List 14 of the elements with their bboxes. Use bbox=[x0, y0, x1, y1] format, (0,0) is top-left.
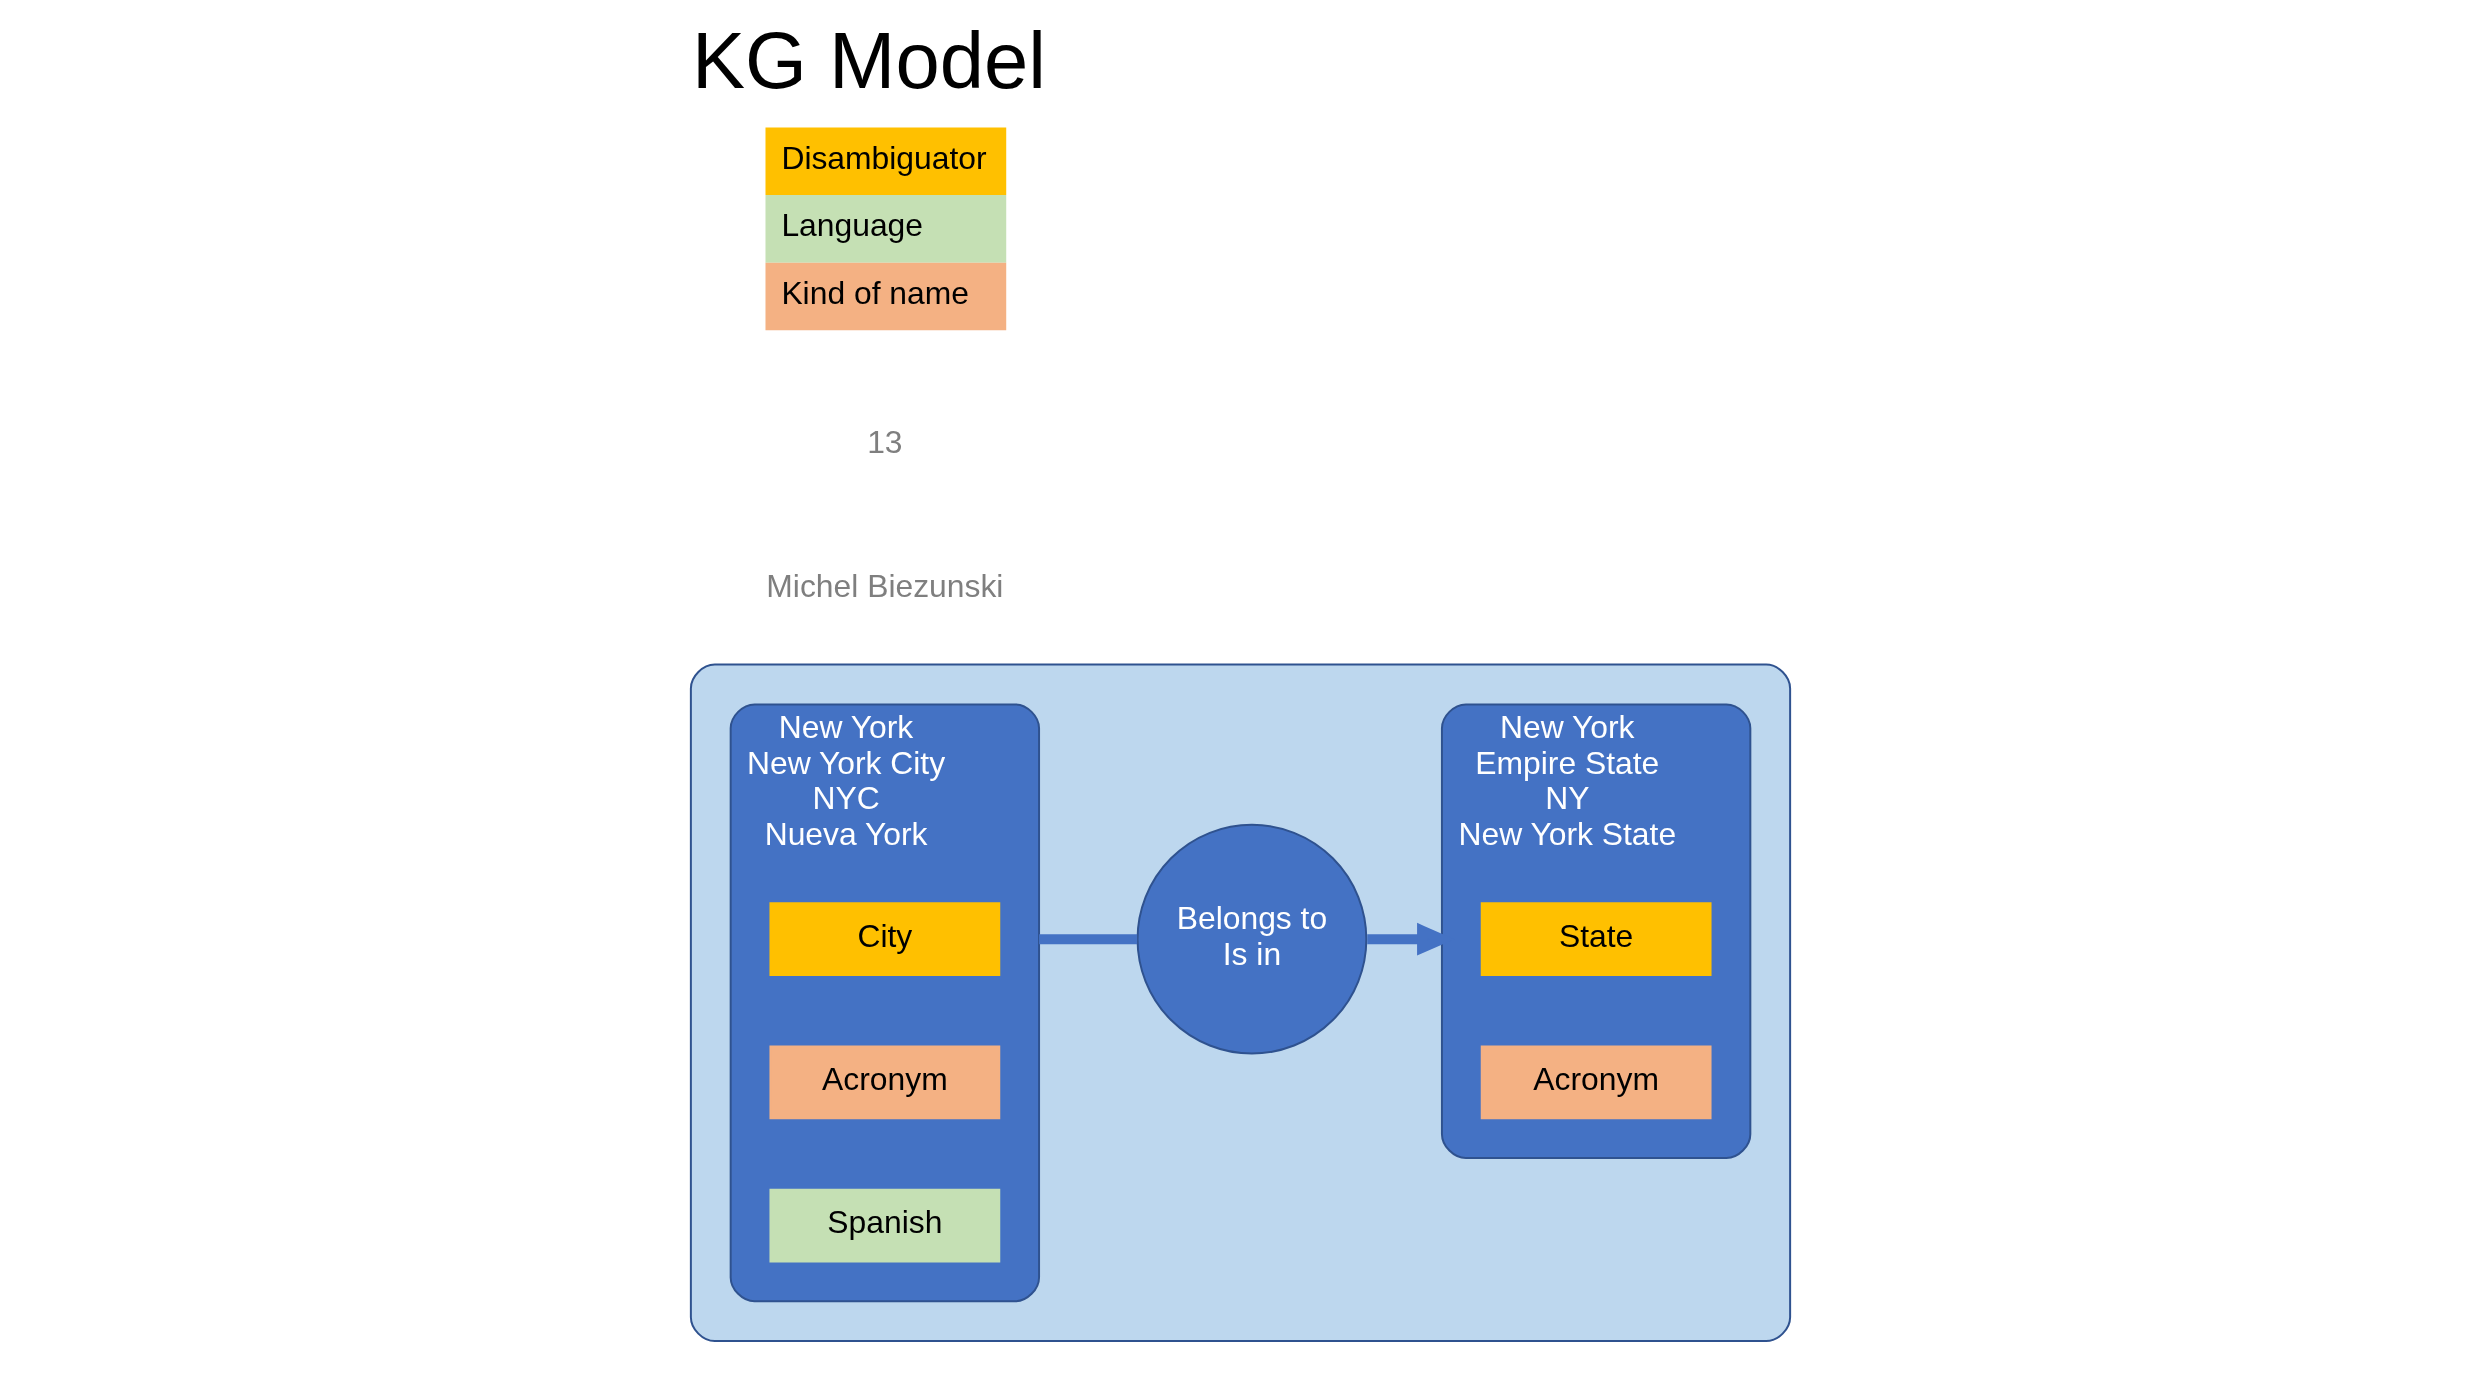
legend-label: Language bbox=[781, 207, 924, 244]
cluster bbox=[689, 663, 1792, 1343]
legend-label: Kind of name bbox=[781, 275, 969, 312]
diagram-title: KG Model bbox=[692, 15, 1046, 105]
node-box: City bbox=[769, 902, 1001, 976]
label: 13 bbox=[867, 424, 903, 461]
node-box: State bbox=[1480, 902, 1712, 976]
node-box: Spanish bbox=[769, 1188, 1001, 1263]
node-circle: Belongs to Is in bbox=[1136, 823, 1368, 1055]
connector bbox=[1039, 934, 1138, 945]
node-box: Acronym bbox=[1480, 1045, 1712, 1120]
node-box: Acronym bbox=[769, 1045, 1001, 1120]
legend-label: Disambiguator bbox=[781, 139, 987, 176]
label: Michel Biezunski bbox=[766, 567, 1004, 604]
